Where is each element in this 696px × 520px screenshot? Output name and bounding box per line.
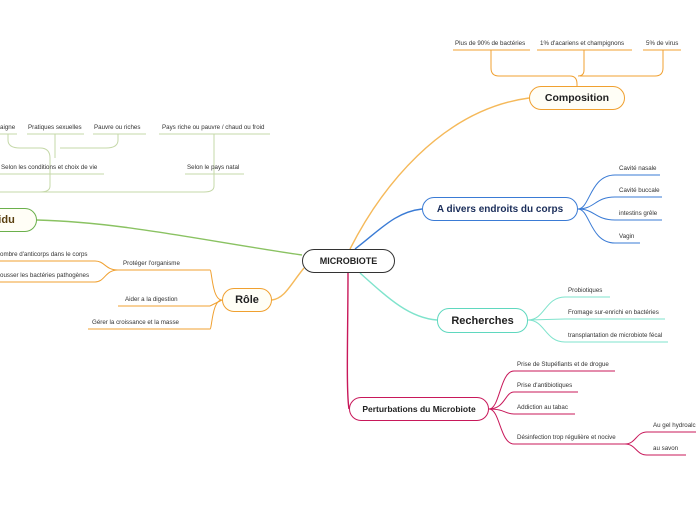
divers-item[interactable]: Cavité buccale [619, 187, 660, 194]
recherches-item[interactable]: Fromage sur-enrichi en bactéries [568, 309, 659, 316]
individu-item[interactable]: Pauvre ou riches [94, 124, 141, 131]
recherches-node[interactable]: Recherches [437, 308, 528, 333]
perturbations-item[interactable]: Désinfection trop régulière et nocive [517, 434, 616, 441]
individu-node[interactable]: vidu [0, 208, 37, 232]
composition-links [453, 49, 681, 86]
divers-links [577, 174, 662, 244]
perturbations-node[interactable]: Perturbations du Microbiote [349, 397, 489, 421]
role-node[interactable]: Rôle [222, 288, 272, 312]
recherches-links [527, 296, 668, 343]
link-composition [349, 97, 530, 250]
link-divers [354, 208, 423, 250]
divers-label: A divers endroits du corps [436, 203, 564, 215]
divers-item[interactable]: Vagin [619, 233, 635, 240]
recherches-item[interactable]: transplantation de microbiote fécal [568, 332, 663, 339]
role-links [0, 260, 223, 330]
perturbations-item[interactable]: Prise d'antibiotiques [517, 382, 573, 389]
role-item-aider[interactable]: Aider a la digestion [125, 296, 178, 303]
perturbations-subitem[interactable]: Au gel hydroalc [653, 422, 696, 429]
role-subitem[interactable]: ombre d'anticorps dans le corps [0, 251, 88, 258]
link-perturbations [346, 272, 350, 410]
divers-item[interactable]: intestins grêle [619, 210, 658, 217]
individu-item[interactable]: aigne [0, 124, 16, 131]
central-node[interactable]: MICROBIOTE [302, 249, 395, 273]
individu-pays[interactable]: Selon le pays natal [187, 164, 240, 171]
divers-item[interactable]: Cavité nasale [619, 165, 657, 172]
divers-node[interactable]: A divers endroits du corps [422, 197, 578, 221]
role-label: Rôle [235, 294, 259, 306]
composition-item[interactable]: 1% d'acariens et champignons [540, 40, 625, 47]
role-item-proteger[interactable]: Protéger l'organisme [123, 260, 180, 267]
perturbations-label: Perturbations du Microbiote [362, 404, 476, 414]
individu-label: vidu [0, 214, 15, 226]
individu-links [0, 133, 270, 193]
link-recherches [359, 272, 438, 321]
central-label: MICROBIOTE [319, 256, 378, 266]
composition-item[interactable]: 5% de virus [646, 40, 679, 47]
individu-conditions[interactable]: Selon les conditions et choix de vie [1, 164, 98, 171]
composition-node[interactable]: Composition [529, 86, 625, 110]
composition-item[interactable]: Plus de 90% de bactéries [455, 40, 526, 47]
link-individu [36, 219, 303, 256]
recherches-item[interactable]: Probiotiques [568, 287, 603, 294]
role-subitem[interactable]: ousser les bactéries pathogènes [0, 272, 90, 279]
individu-item[interactable]: Pratiques sexuelles [28, 124, 82, 131]
recherches-label: Recherches [451, 314, 514, 327]
composition-label: Composition [544, 92, 610, 104]
perturbations-item[interactable]: Addiction au tabac [517, 404, 568, 411]
perturbations-subitem[interactable]: au savon [653, 445, 679, 452]
perturbations-links [488, 370, 696, 456]
perturbations-item[interactable]: Prise de Stupéfiants et de drogue [517, 361, 609, 368]
link-role [271, 267, 305, 301]
role-item-gerer[interactable]: Gérer la croissance et la masse [92, 319, 180, 326]
individu-item[interactable]: Pays riche ou pauvre / chaud ou froid [162, 124, 265, 131]
